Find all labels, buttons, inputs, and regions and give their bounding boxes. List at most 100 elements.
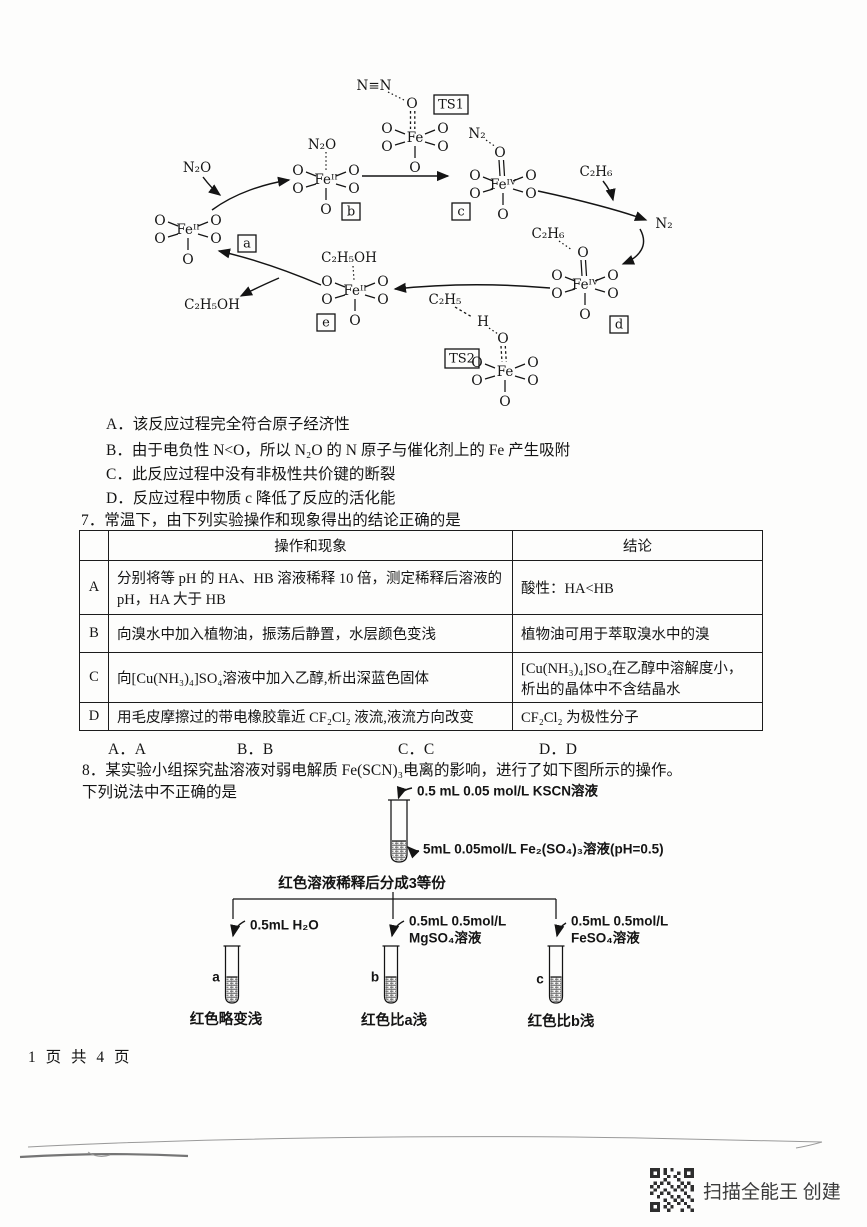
branch-b: 0.5mL 0.5mol/L MgSO₄溶液 b 红色比a浅 (361, 914, 506, 1030)
complex-e: C₂H₅OH O O O O O Feᴵᴵ e (316, 250, 389, 332)
ts2-box-label: TS2 (449, 352, 475, 367)
option-c: C．此反应过程中没有非极性共价键的断裂 (106, 466, 396, 483)
tube-c-letter: c (536, 972, 544, 987)
c2h5oh-ligand-label: C₂H₅OH (321, 250, 377, 266)
answer-choice-d: D．D (539, 741, 577, 758)
q8-stem-line2: 下列说法中不正确的是 (82, 784, 238, 801)
species-box-d (609, 315, 629, 334)
species-box-a (237, 234, 257, 253)
answer-choice-b: B．B (237, 741, 274, 758)
tube-b-letter: b (371, 970, 379, 985)
o-atom: O (551, 286, 562, 302)
transition-state-1: N≡N O O O O O O Fe TS1 (357, 78, 469, 176)
c2h6-approach-label: C₂H₆ (532, 226, 566, 242)
complex-c: N₂ O O O O O O Feᴵⱽ c (451, 126, 537, 223)
o-atom: O (494, 145, 505, 161)
branch-b-reagent-line2: MgSO₄溶液 (409, 930, 482, 946)
arrow-to-d (621, 228, 645, 265)
o-atom: O (377, 292, 388, 308)
c2h6-label: C₂H₆ (580, 164, 614, 180)
arrow-d-to-e (393, 282, 551, 293)
o-atom: O (607, 286, 618, 302)
branch-c-reagent-line2: FeSO₄溶液 (571, 930, 640, 946)
o-atom: O (381, 121, 392, 137)
species-box-e (316, 313, 336, 332)
o-atom: O (320, 202, 331, 218)
o-atom: O (182, 252, 193, 268)
o-atom: O (348, 163, 359, 179)
fe-ii-label: Feᴵᴵ (314, 172, 337, 188)
table-row: A 分别将等 pH 的 HA、HB 溶液稀释 10 倍，测定稀释后溶液的 pH，… (79, 560, 763, 615)
species-box-a-label: a (243, 237, 251, 252)
answer-choice-a: A．A (108, 741, 146, 758)
watermark-text: 扫描全能王 创建 (703, 1181, 841, 1203)
arrow-a-to-b (211, 176, 291, 211)
fe-ii-label: Feᴵᴵ (176, 222, 199, 238)
o-atom: O (527, 373, 538, 389)
o-atom: O (406, 96, 417, 112)
option-b: B．由于电负性 N<O，所以 N₂O 的 N 原子与催化剂上的 Fe 产生吸附 (106, 442, 571, 459)
experiment-figure: 0.5 mL 0.05 mol/L KSCN溶液 5mL 0.05mol/L F… (190, 783, 669, 1031)
o-atom: O (497, 331, 508, 347)
species-box-c-label: c (457, 205, 464, 220)
branch-a: 0.5mL H₂O a 红色略变浅 (190, 918, 319, 1029)
split-label: 红色溶液稀释后分成3等份 (278, 874, 446, 892)
answer-choice-c: C．C (398, 741, 435, 758)
o-atom: O (210, 213, 221, 229)
corner-cell (79, 530, 109, 561)
operation-cell: 向溴水中加入植物油，振荡后静置，水层颜色变浅 (108, 614, 513, 653)
branch-c: 0.5mL 0.5mol/L FeSO₄溶液 c 红色比b浅 (528, 914, 669, 1031)
complex-a: O O O O O Feᴵᴵ a (154, 213, 257, 268)
row-label: C (79, 652, 109, 703)
c2h6-entry: C₂H₆ (580, 164, 616, 202)
q7-table: 操作和现象 结论 A 分别将等 pH 的 HA、HB 溶液稀释 10 倍，测定稀… (79, 530, 763, 731)
fe-label: Fe (497, 364, 514, 380)
o-atom: O (525, 168, 536, 184)
o-atom: O (292, 181, 303, 197)
o-atom: O (471, 355, 482, 371)
c2h5oh-product-label: C₂H₅OH (184, 297, 240, 313)
o-atom: O (437, 139, 448, 155)
o-atom: O (525, 186, 536, 202)
q7-stem: 7．常温下，由下列实验操作和现象得出的结论正确的是 (81, 512, 461, 529)
conclusion-cell: 酸性：HA<HB (512, 560, 763, 615)
q8-stem-line1: 8．某实验小组探究盐溶液对弱电解质 Fe(SCN)₃电离的影响，进行了如下图所示… (82, 762, 683, 779)
camscanner-watermark: 扫描全能王 创建 (650, 1168, 841, 1212)
o-atom: O (292, 163, 303, 179)
n2o-entry: N₂O (183, 160, 222, 196)
tube-a-letter: a (212, 970, 220, 985)
o-atom: O (471, 373, 482, 389)
o-atom: O (551, 268, 562, 284)
page-footer: 1 页 共 4 页 (28, 1049, 133, 1066)
transition-state-2: C₂H₅ H O O O O O O Fe TS2 (429, 292, 539, 410)
split-bracket (232, 892, 557, 919)
col-operation: 操作和现象 (108, 530, 513, 561)
table-row: D 用毛皮摩擦过的带电橡胶靠近 CF₂Cl₂ 液流,液流方向改变 CF₂Cl₂ … (79, 702, 763, 731)
n-triple-n-label: N≡N (357, 78, 392, 94)
complex-d: C₂H₆ O O O O O O Feᴵⱽ d (532, 226, 629, 334)
o-atom: O (154, 213, 165, 229)
o-atom: O (154, 231, 165, 247)
operation-cell: 分别将等 pH 的 HA、HB 溶液稀释 10 倍，测定稀释后溶液的 pH，HA… (108, 560, 513, 615)
table-row: C 向[Cu(NH₃)₄]SO₄溶液中加入乙醇,析出深蓝色固体 [Cu(NH₃)… (79, 652, 763, 703)
species-box-c (451, 202, 471, 221)
result-b: 红色比a浅 (361, 1011, 428, 1029)
o-atom: O (607, 268, 618, 284)
o-atom: O (499, 394, 510, 410)
branch-a-reagent: 0.5mL H₂O (250, 918, 319, 933)
species-box-d-label: d (615, 318, 623, 333)
table-header-row: 操作和现象 结论 (79, 530, 763, 561)
result-a: 红色略变浅 (190, 1010, 263, 1028)
fe2so43-label: 5mL 0.05mol/L Fe₂(SO₄)₃溶液(pH=0.5) (423, 841, 664, 857)
ts1-box-label: TS1 (438, 98, 464, 113)
fe-ii-label: Feᴵᴵ (343, 283, 366, 299)
option-d: D．反应过程中物质 c 降低了反应的活化能 (106, 490, 396, 507)
o-atom: O (577, 245, 588, 261)
o-atom: O (527, 355, 538, 371)
o-atom: O (349, 313, 360, 329)
o-atom: O (321, 292, 332, 308)
ts1-box (433, 94, 469, 115)
o-atom: O (469, 168, 480, 184)
o-atom: O (409, 160, 420, 176)
test-tube-main (388, 799, 410, 863)
